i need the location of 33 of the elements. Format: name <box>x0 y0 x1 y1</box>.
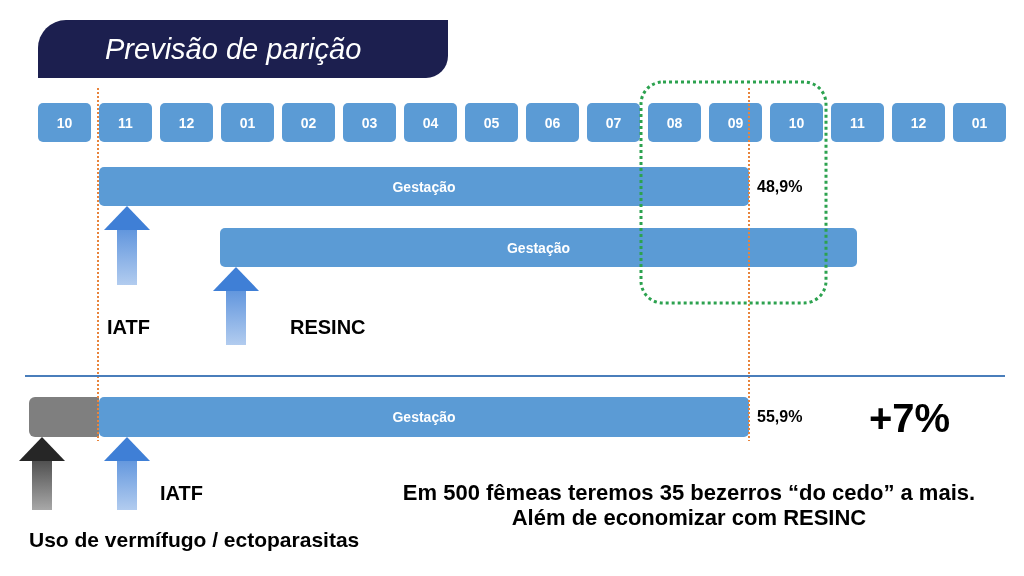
event-label: IATF <box>107 315 150 339</box>
month-tile: 12 <box>160 103 213 142</box>
month-tile: 11 <box>99 103 152 142</box>
month-tile: 09 <box>709 103 762 142</box>
month-tile: 05 <box>465 103 518 142</box>
timeline-bar <box>29 397 99 437</box>
arrow <box>213 267 259 345</box>
arrow <box>104 206 150 285</box>
month-tile: 10 <box>38 103 91 142</box>
month-tile: 08 <box>648 103 701 142</box>
event-label: IATF <box>160 481 203 505</box>
event-label: Uso de vermífugo / ectoparasitas <box>29 527 360 553</box>
arrow <box>19 437 65 510</box>
arrow <box>104 437 150 510</box>
month-tile: 07 <box>587 103 640 142</box>
note-text: Em 500 fêmeas teremos 35 bezerros “do cedo” a mais. Além de economizar com RESINC <box>401 480 977 530</box>
month-tile: 11 <box>831 103 884 142</box>
difference-label: +7% <box>869 395 951 441</box>
event-label: RESINC <box>290 315 366 339</box>
gestation-bar: Gestação <box>99 397 749 437</box>
month-tile: 02 <box>282 103 335 142</box>
month-tile: 04 <box>404 103 457 142</box>
gestation-bar: Gestação <box>99 167 749 206</box>
percentage-label: 48,9% <box>757 176 803 197</box>
title-banner: Previsão de parição <box>38 20 448 78</box>
gestation-bar: Gestação <box>220 228 857 267</box>
month-tile: 03 <box>343 103 396 142</box>
month-tile: 01 <box>953 103 1006 142</box>
month-tile: 12 <box>892 103 945 142</box>
month-tile: 01 <box>221 103 274 142</box>
month-tile: 06 <box>526 103 579 142</box>
percentage-label: 55,9% <box>757 407 803 427</box>
month-tile: 10 <box>770 103 823 142</box>
